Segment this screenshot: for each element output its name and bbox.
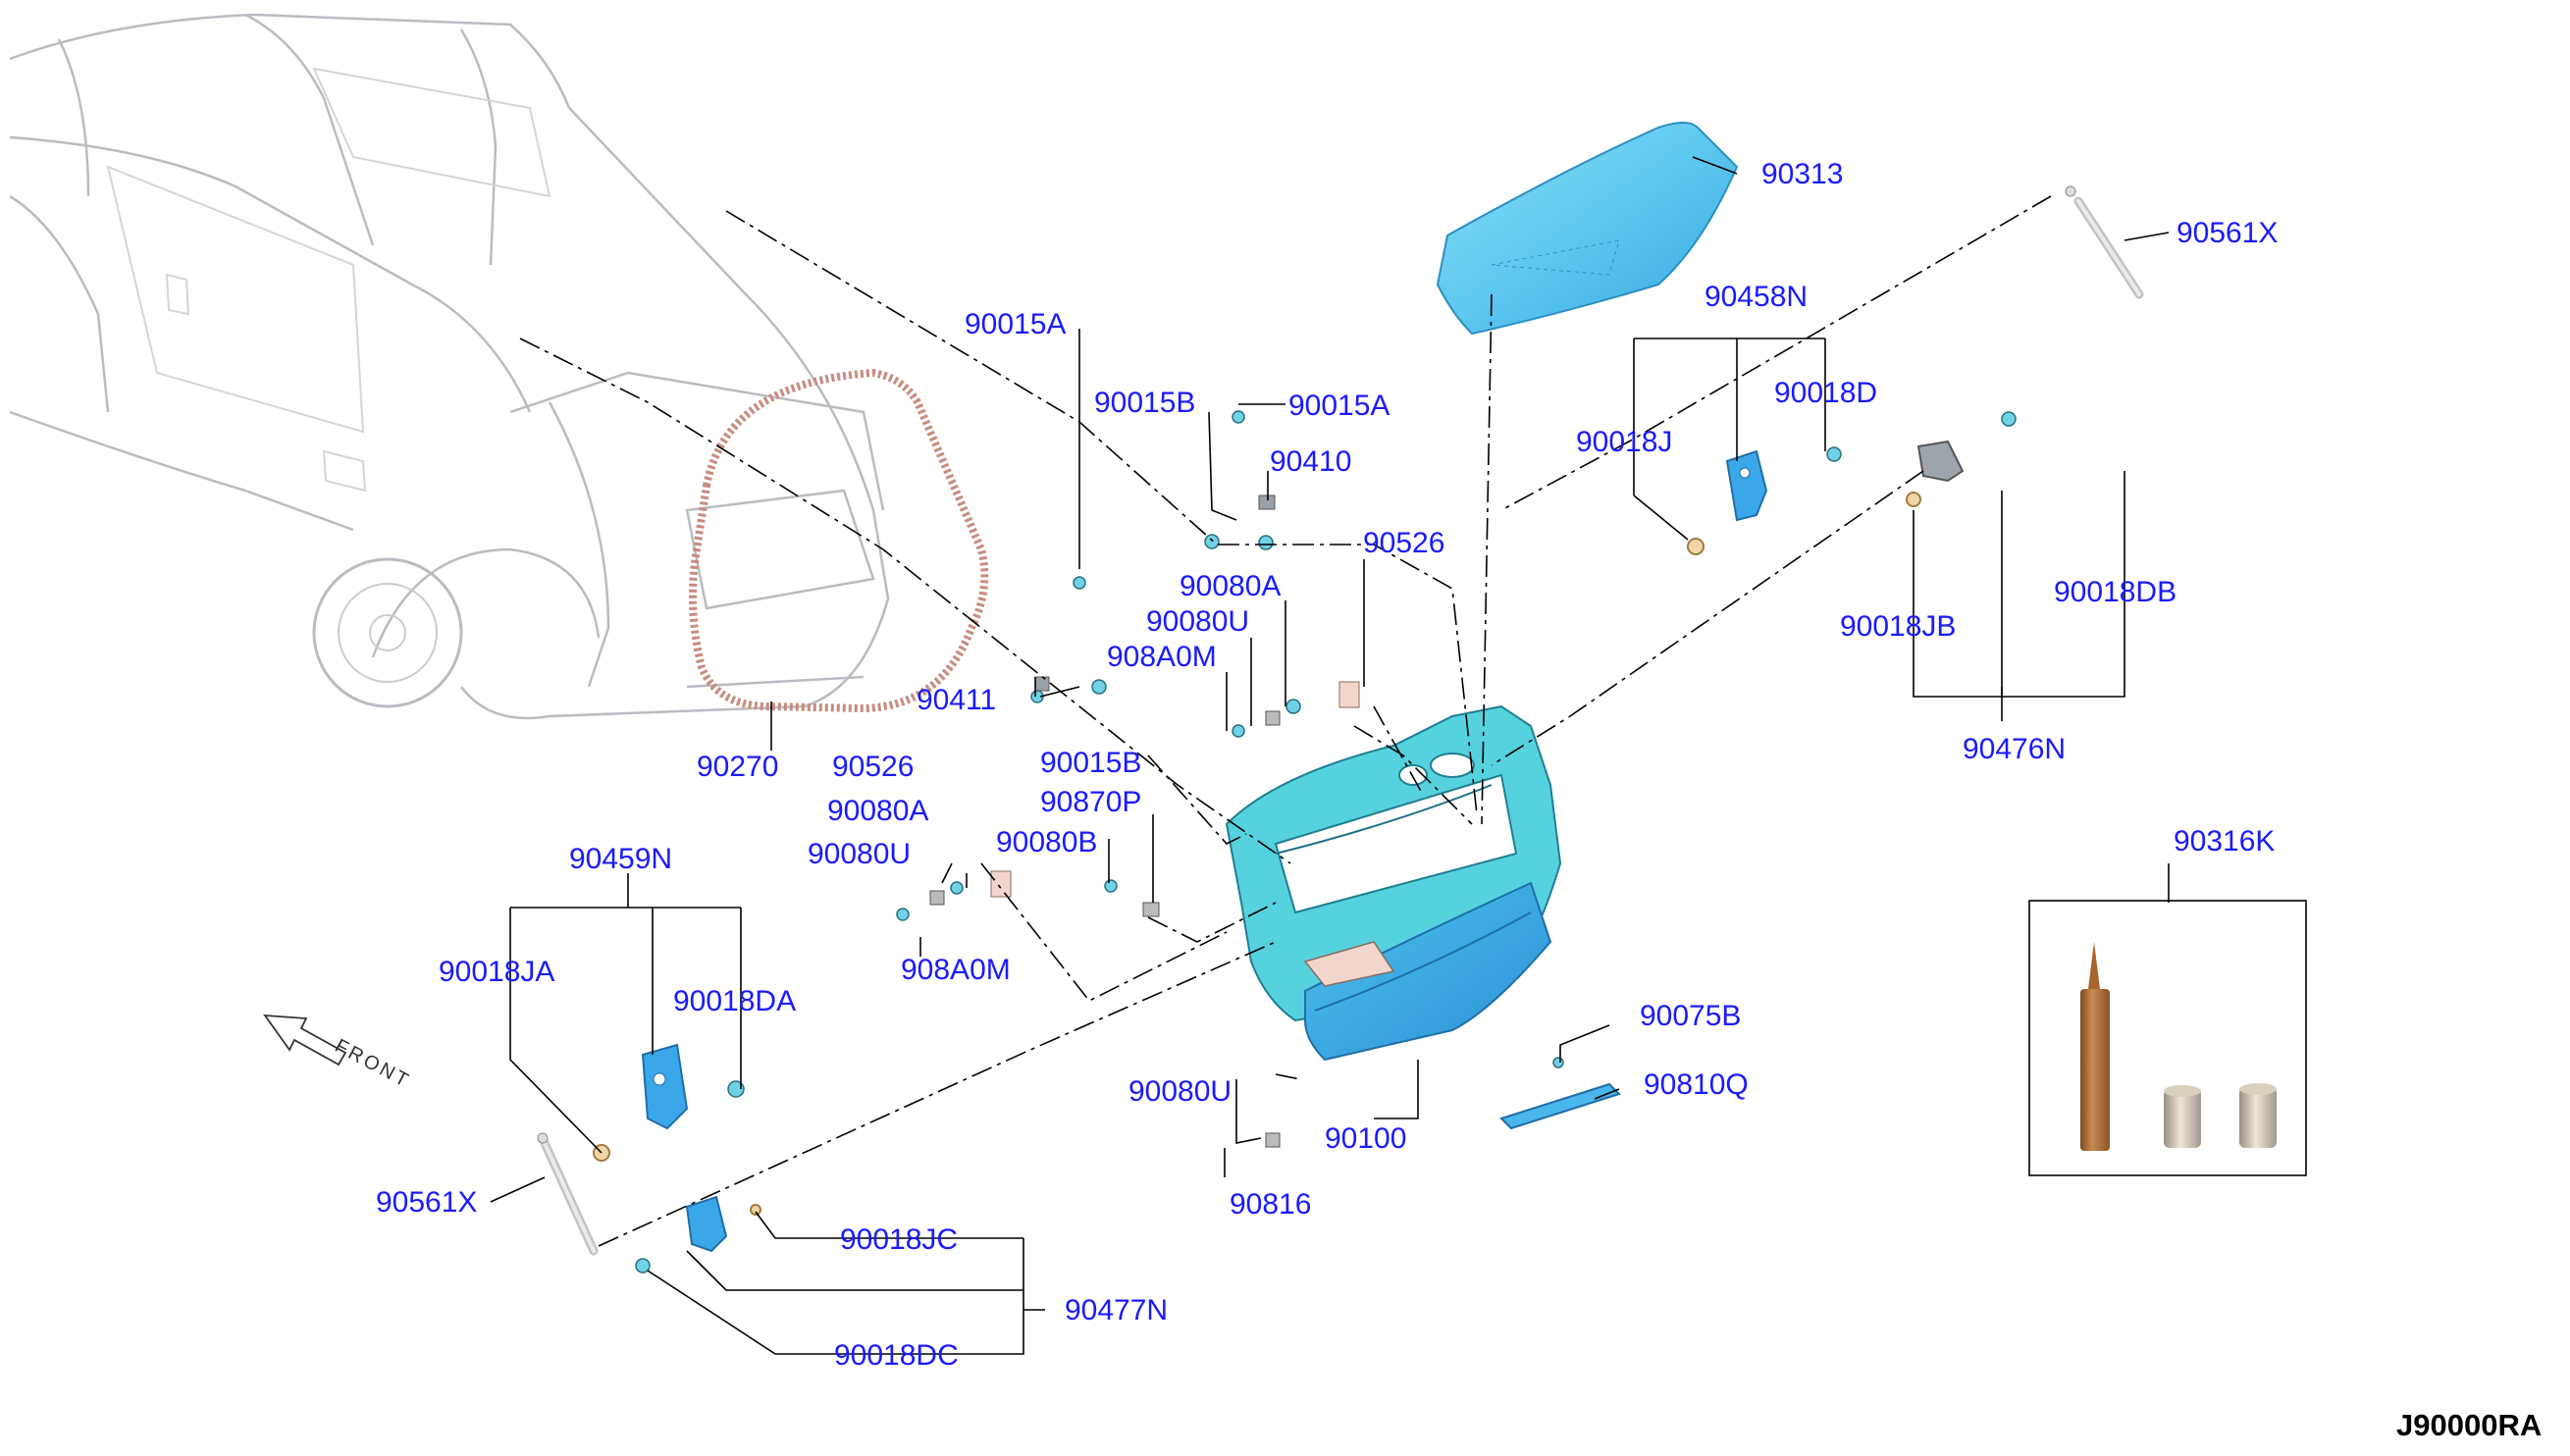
part-label-90018da[interactable]: 90018DA [673,985,796,1017]
front-arrow-label: FRONT [332,1035,414,1093]
part-label-90018jb[interactable]: 90018JB [1840,610,1956,643]
finisher-part[interactable] [1499,1082,1621,1130]
back-glass-part[interactable] [1436,122,1739,336]
part-label-90018ja[interactable]: 90018JA [439,956,554,988]
part-label-90018dc[interactable]: 90018DC [834,1339,959,1372]
part-label-908a0m-bot[interactable]: 908A0M [901,954,1011,986]
part-label-90561x-top[interactable]: 90561X [2177,217,2278,249]
part-label-90080b[interactable]: 90080B [996,826,1097,858]
stay-top-part[interactable] [2065,185,2144,299]
hinge-left-lower-part[interactable] [641,1043,689,1130]
part-label-90410[interactable]: 90410 [1270,445,1351,478]
part-label-90870p[interactable]: 90870P [1040,786,1141,818]
hinge-right-part[interactable] [1725,449,1768,522]
part-label-90476n[interactable]: 90476N [1963,733,2066,765]
part-label-90816[interactable]: 90816 [1230,1188,1311,1221]
part-label-90080u-top[interactable]: 90080U [1146,605,1249,638]
hinge-bottom-part[interactable] [685,1195,728,1253]
hinge-left-upper-part[interactable] [1916,440,1965,483]
part-label-90526-top[interactable]: 90526 [1363,527,1444,559]
part-label-90526-bot[interactable]: 90526 [832,751,914,783]
part-label-90018j[interactable]: 90018J [1576,426,1672,458]
weatherstrip-seal[interactable] [689,368,989,713]
part-label-90270[interactable]: 90270 [697,751,778,783]
front-direction-arrow: FRONT [263,1014,414,1093]
part-label-90015a-left[interactable]: 90015A [965,308,1066,340]
part-label-90459n[interactable]: 90459N [569,843,672,875]
part-label-90015a-right[interactable]: 90015A [1288,390,1390,422]
part-label-90477n[interactable]: 90477N [1065,1294,1168,1326]
vehicle-outline [9,13,890,720]
part-label-90015b-bot[interactable]: 90015B [1040,747,1141,779]
part-label-90080a-bot[interactable]: 90080A [827,795,928,827]
part-label-90561x-bot[interactable]: 90561X [376,1186,477,1219]
sealant-kit-box[interactable] [2028,900,2307,1176]
part-label-90100[interactable]: 90100 [1325,1122,1406,1155]
assembly-lines [519,195,2052,1247]
stay-bottom-part[interactable] [537,1132,599,1256]
part-label-90313[interactable]: 90313 [1761,158,1843,190]
part-label-90080u-low[interactable]: 90080U [1128,1075,1232,1108]
part-label-90018db[interactable]: 90018DB [2054,576,2177,608]
part-label-90316k[interactable]: 90316K [2174,825,2275,858]
part-label-90411[interactable]: 90411 [917,684,996,716]
part-label-90080a-top[interactable]: 90080A [1180,570,1281,602]
back-door-panel-part[interactable] [1225,704,1562,1062]
part-label-908a0m-top[interactable]: 908A0M [1107,641,1217,673]
part-label-90018d[interactable]: 90018D [1774,377,1877,409]
part-label-90080u-bot[interactable]: 90080U [808,838,911,870]
leader-lines [490,156,2170,1355]
part-label-90075b[interactable]: 90075B [1640,1000,1741,1032]
diagram-code: J90000RA [2396,1408,2542,1442]
part-label-90458n[interactable]: 90458N [1705,281,1808,313]
part-label-90015b-top[interactable]: 90015B [1094,387,1195,419]
part-labels: 90313 90561X 90458N 90018D 90018J 90015A… [376,158,2278,1372]
part-label-90810q[interactable]: 90810Q [1644,1068,1749,1101]
part-label-90018jc[interactable]: 90018JC [840,1223,958,1256]
bolt-group [593,410,2017,1274]
